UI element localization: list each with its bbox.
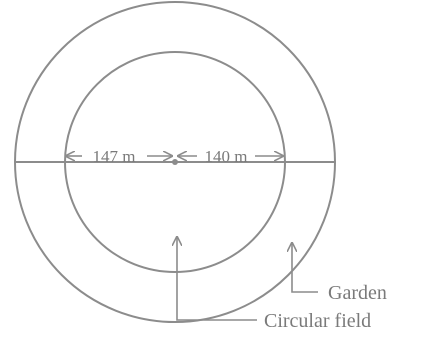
center-point [172,159,178,165]
garden-leader-line [292,243,318,293]
field-leader-line [177,237,257,321]
right-dimension-label: 140 m [205,147,248,166]
field-label: Circular field [264,310,371,332]
left-dimension-label: 147 m [93,147,136,166]
garden-label: Garden [328,282,387,304]
